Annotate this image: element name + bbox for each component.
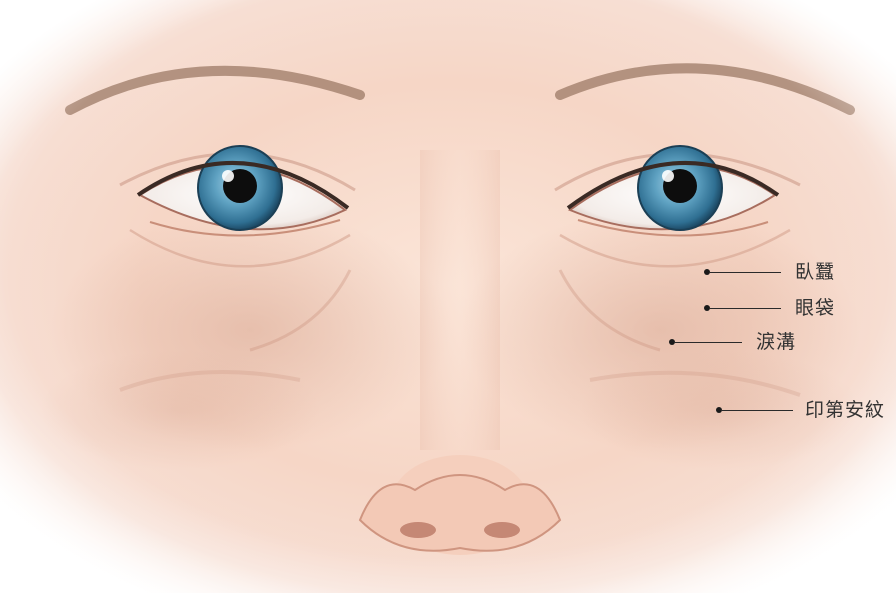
callout-label: 眼袋 <box>795 296 835 320</box>
callout-label: 臥蠶 <box>795 260 835 284</box>
callout-leader-line <box>674 342 742 343</box>
callout-leader-line <box>709 272 781 273</box>
callout-label: 淚溝 <box>756 330 796 354</box>
callout-leader-line <box>721 410 793 411</box>
callout-leader-line <box>709 308 781 309</box>
callout-label: 印第安紋 <box>805 398 885 422</box>
